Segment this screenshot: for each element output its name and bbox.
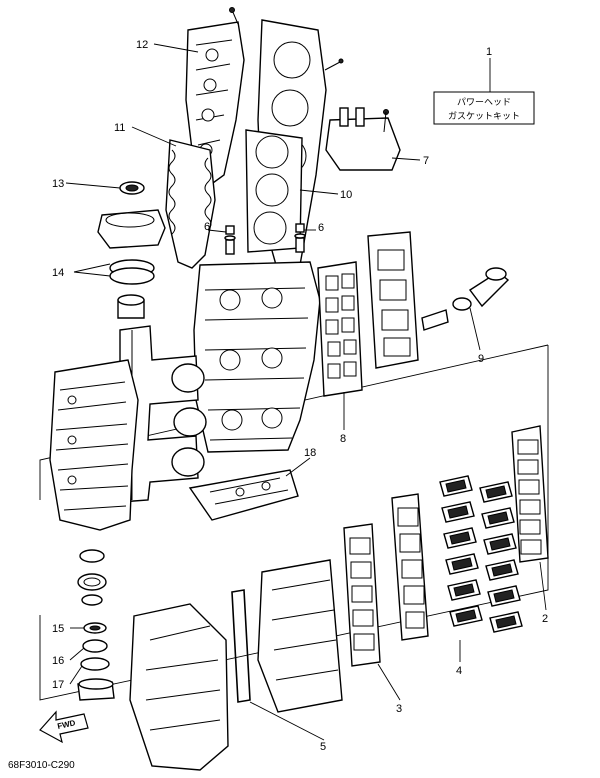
callout-1: 1: [486, 46, 492, 58]
callout-8: 8: [340, 433, 346, 445]
reed-valve-petal: [453, 583, 475, 597]
callout-6-right: 6: [318, 222, 324, 234]
diagram-code: 68F3010-C290: [8, 760, 75, 771]
part-7-thermostat-cover: [325, 107, 401, 171]
part-3-manifold-gasket: [343, 523, 381, 667]
part-silencer-cover: [129, 603, 229, 771]
fwd-label: FWD: [57, 718, 77, 731]
leader-lines: [65, 43, 547, 741]
part-upper-bearing-housing: [97, 209, 166, 249]
kit-label-line2: ガスケットキット: [448, 111, 520, 122]
callout-3: 3: [396, 703, 402, 715]
reed-valve-petal: [487, 511, 509, 525]
reed-valve-petal: [445, 479, 467, 493]
part-9-water-fitting: [421, 267, 510, 331]
callout-2: 2: [542, 613, 548, 625]
part-crankshaft-assembly: [119, 325, 207, 503]
part-2-reed-gasket: [511, 425, 549, 563]
part-6-bolt-left: [224, 225, 236, 241]
part-intake-manifold: [257, 559, 343, 713]
callout-10: 10: [340, 189, 352, 201]
part-5-seal: [231, 589, 251, 703]
part-6-bolt-right: [294, 223, 306, 239]
kit-label-box: パワーヘッド ガスケットキット: [433, 91, 535, 125]
callout-12: 12: [136, 39, 148, 51]
callout-6-left: 6: [204, 221, 210, 233]
callout-18: 18: [304, 447, 316, 459]
reed-valve-petal: [449, 531, 471, 545]
part-crankcase: [49, 359, 139, 531]
callout-17: 17: [52, 679, 64, 691]
reed-valve-petal: [491, 563, 513, 577]
callout-7: 7: [423, 155, 429, 167]
reed-valve-petal: [485, 485, 507, 499]
part-reed-plate: [391, 493, 429, 641]
reed-valve-petal: [455, 609, 477, 623]
part-11-head-gasket: [165, 139, 216, 269]
part-18-exhaust-gasket: [188, 469, 299, 521]
callout-13: 13: [52, 178, 64, 190]
part-intake-plate: [367, 231, 419, 369]
reed-valve-petal: [493, 589, 515, 603]
part-cylinder-block: [193, 237, 321, 453]
part-lower-cap: [77, 678, 115, 701]
callout-14: 14: [52, 267, 64, 279]
reed-valve-petal: [495, 615, 517, 629]
part-bushing: [117, 294, 145, 319]
callout-4: 4: [456, 665, 462, 677]
part-lower-seals: [77, 549, 107, 606]
part-4-reed-valves: [439, 475, 523, 633]
part-15-oil-seal: [83, 622, 107, 634]
callout-9: 9: [478, 353, 484, 365]
part-16-seal-ring: [82, 639, 108, 653]
reed-valve-petal: [489, 537, 511, 551]
callout-16: 16: [52, 655, 64, 667]
reed-valve-petal: [451, 557, 473, 571]
callout-11: 11: [114, 122, 125, 134]
part-14-o-rings: [109, 259, 155, 285]
part-13-oil-seal: [119, 181, 145, 195]
callout-15: 15: [52, 623, 64, 635]
callout-5: 5: [320, 741, 326, 753]
part-17-o-ring: [80, 657, 110, 671]
part-8-intake-gasket: [317, 261, 363, 397]
part-12-head-cover: [185, 7, 245, 190]
fwd-arrow: FWD: [39, 710, 89, 744]
kit-label-line1: パワーヘッド: [457, 97, 511, 108]
reed-valve-petal: [447, 505, 469, 519]
